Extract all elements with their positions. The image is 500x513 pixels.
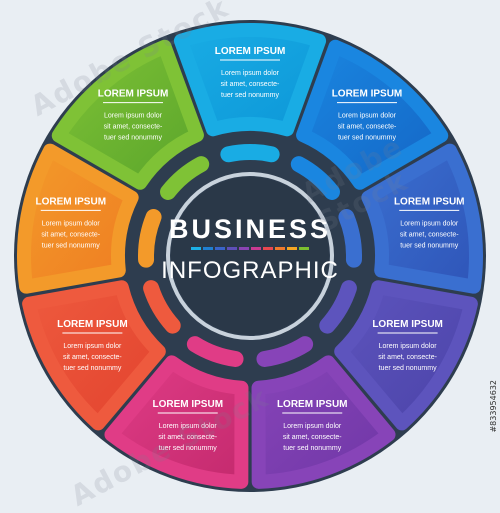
- segment-body-line: Lorem ipsum dolor: [379, 343, 438, 350]
- segment-body-line: sit amet, consecte-: [63, 354, 122, 361]
- segment-8: [17, 143, 139, 294]
- center-bar-5: [239, 247, 249, 250]
- center-title: BUSINESS: [169, 214, 331, 244]
- center-bar-3: [215, 247, 225, 250]
- segment-body-line: tuer sed nonummy: [379, 365, 437, 372]
- segment-body-line: sit amet, consecte-: [104, 124, 163, 131]
- segment-body-line: sit amet, consecte-: [158, 434, 217, 441]
- segment-body-line: tuer sed nonummy: [283, 445, 341, 452]
- center-bar-10: [299, 247, 309, 250]
- segment-4: [334, 280, 478, 431]
- segment-label-5: LOREM IPSUM Lorem ipsum dolor sit amet, co…: [277, 399, 348, 452]
- segment-body-line: Lorem ipsum dolor: [283, 423, 342, 430]
- segment-label-2: LOREM IPSUM Lorem ipsum dolor sit amet, co…: [332, 89, 403, 142]
- stock-id: #833954632: [489, 380, 498, 433]
- segment-body-line: Lorem ipsum dolor: [400, 220, 459, 227]
- segment-label-6: LOREM IPSUM Lorem ipsum dolor sit amet, co…: [152, 399, 223, 452]
- segment-title: LOREM IPSUM: [332, 89, 403, 100]
- inner-arc-7: [143, 280, 181, 334]
- inner-ring-layer: [138, 144, 362, 367]
- segment-title: LOREM IPSUM: [372, 319, 443, 330]
- center-ring: [166, 172, 334, 340]
- inner-arc-2: [290, 156, 340, 200]
- segment-label-4: LOREM IPSUM Lorem ipsum dolor sit amet, co…: [372, 319, 443, 372]
- segment-body-line: Lorem ipsum dolor: [338, 113, 397, 120]
- segment-3: [361, 143, 483, 294]
- segment-body-line: tuer sed nonummy: [63, 365, 121, 372]
- segment-label-3: LOREM IPSUM Lorem ipsum dolor sit amet, co…: [394, 196, 465, 249]
- center-color-bars: [191, 247, 309, 250]
- center-bar-2: [203, 247, 213, 250]
- segment-body-line: sit amet, consecte-: [378, 354, 437, 361]
- segment-title: LOREM IPSUM: [394, 196, 465, 207]
- segment-title: LOREM IPSUM: [215, 46, 286, 57]
- inner-arc-9: [160, 156, 210, 200]
- segment-body-line: tuer sed nonummy: [221, 92, 279, 99]
- center-bar-7: [263, 247, 273, 250]
- segment-body-line: Lorem ipsum dolor: [63, 343, 122, 350]
- segment-body-line: tuer sed nonummy: [159, 445, 217, 452]
- segment-5: [251, 355, 396, 489]
- segment-body-line: sit amet, consecte-: [338, 124, 397, 131]
- segment-body-line: sit amet, consecte-: [400, 231, 459, 238]
- segment-9: [51, 39, 204, 190]
- inner-arc-4: [319, 280, 357, 334]
- segment-body-line: tuer sed nonummy: [42, 242, 100, 249]
- segment-title: LOREM IPSUM: [35, 196, 106, 207]
- segment-2: [296, 39, 449, 190]
- segment-body-line: sit amet, consecte-: [283, 434, 342, 441]
- inner-arc-8: [138, 209, 162, 268]
- segment-title: LOREM IPSUM: [98, 89, 169, 100]
- segment-labels: LOREM IPSUM Lorem ipsum dolor sit amet, co…: [35, 46, 464, 452]
- segment-1: [173, 23, 327, 137]
- segment-layer: [17, 23, 483, 489]
- segment-body-line: Lorem ipsum dolor: [104, 113, 163, 120]
- segment-title: LOREM IPSUM: [152, 399, 223, 410]
- segment-label-7: LOREM IPSUM Lorem ipsum dolor sit amet, co…: [57, 319, 128, 372]
- center-bar-4: [227, 247, 237, 250]
- inner-arc-6: [186, 336, 244, 367]
- segment-label-9: LOREM IPSUM Lorem ipsum dolor sit amet, co…: [98, 89, 169, 142]
- segment-label-8: LOREM IPSUM Lorem ipsum dolor sit amet, co…: [35, 196, 106, 249]
- center-bar-1: [191, 247, 201, 250]
- segment-body-line: tuer sed nonummy: [104, 135, 162, 142]
- segment-body-line: Lorem ipsum dolor: [159, 423, 218, 430]
- segment-body-line: sit amet, consecte-: [221, 81, 280, 88]
- segment-title: LOREM IPSUM: [277, 399, 348, 410]
- segment-label-1: LOREM IPSUM Lorem ipsum dolor sit amet, co…: [215, 46, 286, 99]
- segment-6: [104, 355, 249, 489]
- segment-body-line: Lorem ipsum dolor: [42, 220, 101, 227]
- center-subtitle: INFOGRAPHIC: [161, 257, 339, 284]
- inner-arc-5: [256, 336, 314, 367]
- segment-body-line: tuer sed nonummy: [400, 242, 458, 249]
- segment-body-line: tuer sed nonummy: [338, 135, 396, 142]
- segment-title: LOREM IPSUM: [57, 319, 128, 330]
- infographic-wheel: BUSINESS INFOGRAPHIC LOREM IPSUM Lorem ip…: [14, 20, 486, 492]
- center-bar-6: [251, 247, 261, 250]
- center-core: [171, 177, 329, 335]
- center-bar-8: [275, 247, 285, 250]
- center-bar-9: [287, 247, 297, 250]
- segment-body-line: Lorem ipsum dolor: [221, 70, 280, 77]
- segment-body-line: sit amet, consecte-: [41, 231, 100, 238]
- inner-arc-1: [220, 144, 280, 163]
- inner-arc-3: [338, 209, 362, 268]
- segment-7: [22, 280, 166, 431]
